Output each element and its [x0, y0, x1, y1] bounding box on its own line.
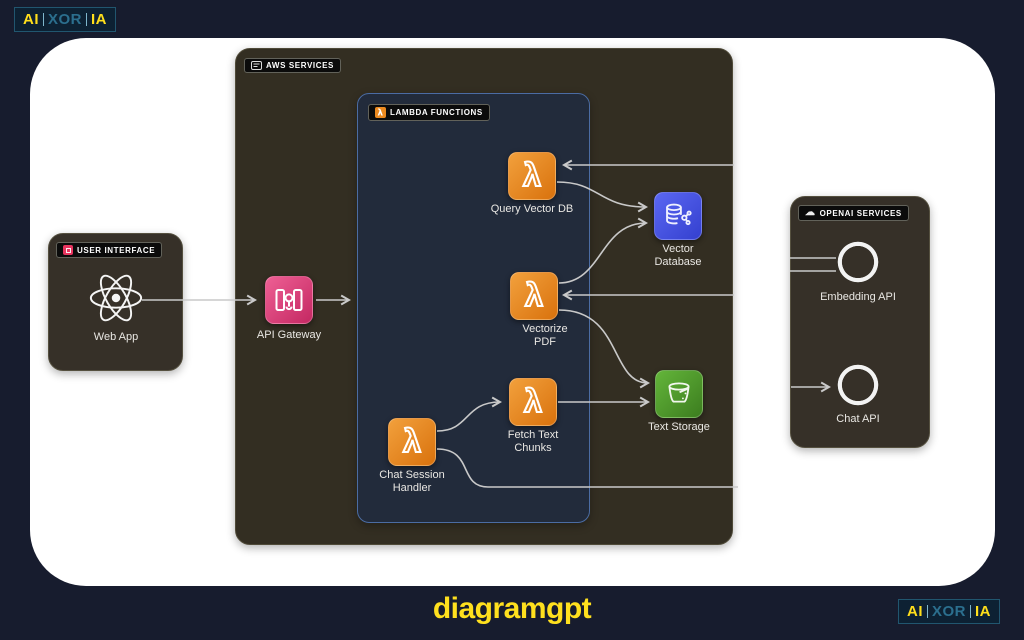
node-label-fetch-text-chunks: Fetch Text Chunks: [507, 429, 559, 455]
user-interface-icon: [63, 245, 73, 255]
openai-embedding-logo-icon: [831, 235, 885, 289]
group-label: USER INTERFACE: [77, 245, 156, 255]
node-label-query-vector-db: Query Vector DB: [490, 203, 574, 215]
vector-database-icon: [654, 192, 702, 240]
node-label-chat-session-handler: Chat Session Handler: [379, 469, 445, 495]
aws-icon: [251, 61, 262, 70]
aixoria-logo-bottom: AI XOR IA: [898, 599, 1001, 624]
lambda-fetch-text-chunks-icon: λ: [509, 378, 557, 426]
openai-chat-logo-icon: [831, 358, 885, 412]
user-interface-chip: USER INTERFACE: [56, 242, 163, 258]
logo-text: AI: [23, 11, 39, 28]
logo-text: IA: [91, 11, 108, 28]
node-label-web-app: Web App: [93, 331, 139, 343]
api-gateway-icon: [265, 276, 313, 324]
cloud-icon: ☁: [805, 207, 816, 218]
group-label: OPENAI SERVICES: [819, 208, 902, 218]
react-icon: [86, 271, 146, 325]
text-storage-icon: [655, 370, 703, 418]
lambda-functions-chip: λ LAMBDA FUNCTIONS: [368, 104, 490, 121]
svg-text:λ: λ: [377, 109, 383, 118]
lambda-chat-session-handler-icon: λ: [388, 418, 436, 466]
logo-divider: [927, 605, 928, 618]
lambda-icon: λ: [375, 107, 386, 118]
group-label: LAMBDA FUNCTIONS: [390, 108, 483, 117]
lambda-vectorize-pdf-icon: λ: [510, 272, 558, 320]
logo-divider: [86, 13, 88, 26]
aixoria-logo-top: AI XOR IA: [14, 7, 117, 32]
node-label-text-storage: Text Storage: [648, 421, 710, 433]
logo-text: XOR: [932, 603, 967, 620]
group-label: AWS SERVICES: [266, 61, 334, 70]
aws-services-chip: AWS SERVICES: [244, 58, 341, 73]
node-label-vectorize-pdf: Vectorize PDF: [522, 323, 568, 349]
logo-text: XOR: [48, 11, 83, 28]
logo-divider: [970, 605, 972, 618]
logo-divider: [43, 13, 44, 26]
node-label-vector-database: Vector Database: [654, 243, 702, 269]
logo-text: IA: [975, 603, 992, 620]
logo-text: AI: [907, 603, 923, 620]
node-label-embedding-api: Embedding API: [820, 291, 896, 303]
node-label-api-gateway: API Gateway: [256, 329, 322, 341]
node-label-chat-api: Chat API: [836, 413, 880, 425]
lambda-query-vector-db-icon: λ: [508, 152, 556, 200]
watermark-diagramgpt: diagramgpt: [432, 592, 592, 625]
openai-services-chip: ☁ OPENAI SERVICES: [798, 205, 909, 221]
openai-services-group: [790, 196, 930, 448]
